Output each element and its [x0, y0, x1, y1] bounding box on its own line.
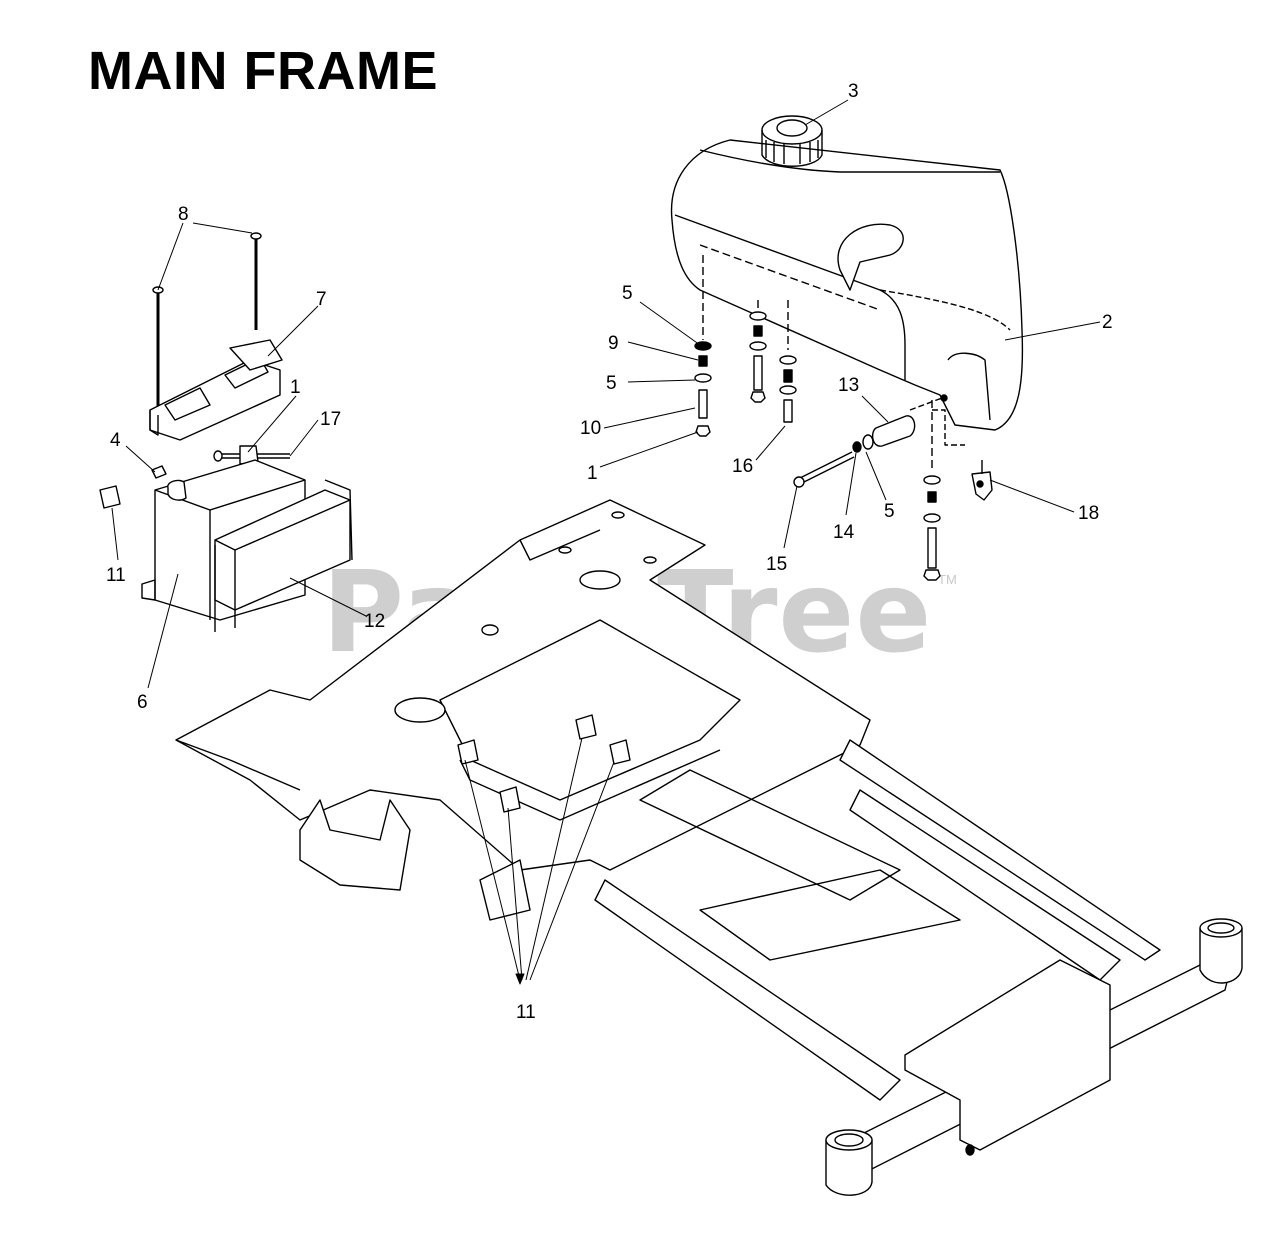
- page-title: MAIN FRAME: [88, 41, 438, 101]
- fuel-valve: [971, 460, 993, 501]
- callout-7: 7: [316, 289, 327, 310]
- callout-14: 14: [833, 522, 855, 543]
- fuel-tank: [670, 139, 1024, 431]
- callout-4: 4: [110, 430, 121, 451]
- callout-5: 5: [622, 283, 633, 304]
- callout-9: 9: [608, 333, 619, 354]
- callout-16: 16: [732, 456, 754, 477]
- fuel-cap: [761, 115, 823, 167]
- tank-hardware-right: [923, 400, 965, 581]
- callout-1: 1: [290, 377, 301, 398]
- main-frame: [175, 499, 1243, 1196]
- callout-11: 11: [516, 1002, 536, 1023]
- battery-hold-down: [149, 232, 283, 441]
- callout-12: 12: [364, 611, 386, 632]
- callout-10: 10: [580, 418, 602, 439]
- tank-spacer-hardware: [793, 394, 948, 488]
- callout-13: 13: [838, 375, 860, 396]
- callout-5: 5: [606, 373, 617, 394]
- callout-1: 1: [587, 463, 598, 484]
- watermark-trademark: TM: [938, 572, 957, 587]
- callout-3: 3: [848, 81, 859, 102]
- nut-4: [151, 465, 167, 479]
- tank-hardware-left: [694, 255, 712, 437]
- callout-15: 15: [766, 554, 788, 575]
- battery-box: [214, 479, 353, 632]
- callout-17: 17: [320, 409, 342, 430]
- tank-hardware-mid: [749, 300, 797, 423]
- callout-5: 5: [884, 501, 895, 522]
- callout-6: 6: [137, 692, 148, 713]
- bolt-17: [213, 445, 290, 465]
- callout-8: 8: [178, 204, 189, 225]
- callout-2: 2: [1102, 312, 1113, 333]
- leader-lines: [111, 99, 1101, 985]
- clip-11-left: [99, 485, 121, 509]
- callout-18: 18: [1078, 503, 1100, 524]
- callout-11: 11: [106, 565, 126, 586]
